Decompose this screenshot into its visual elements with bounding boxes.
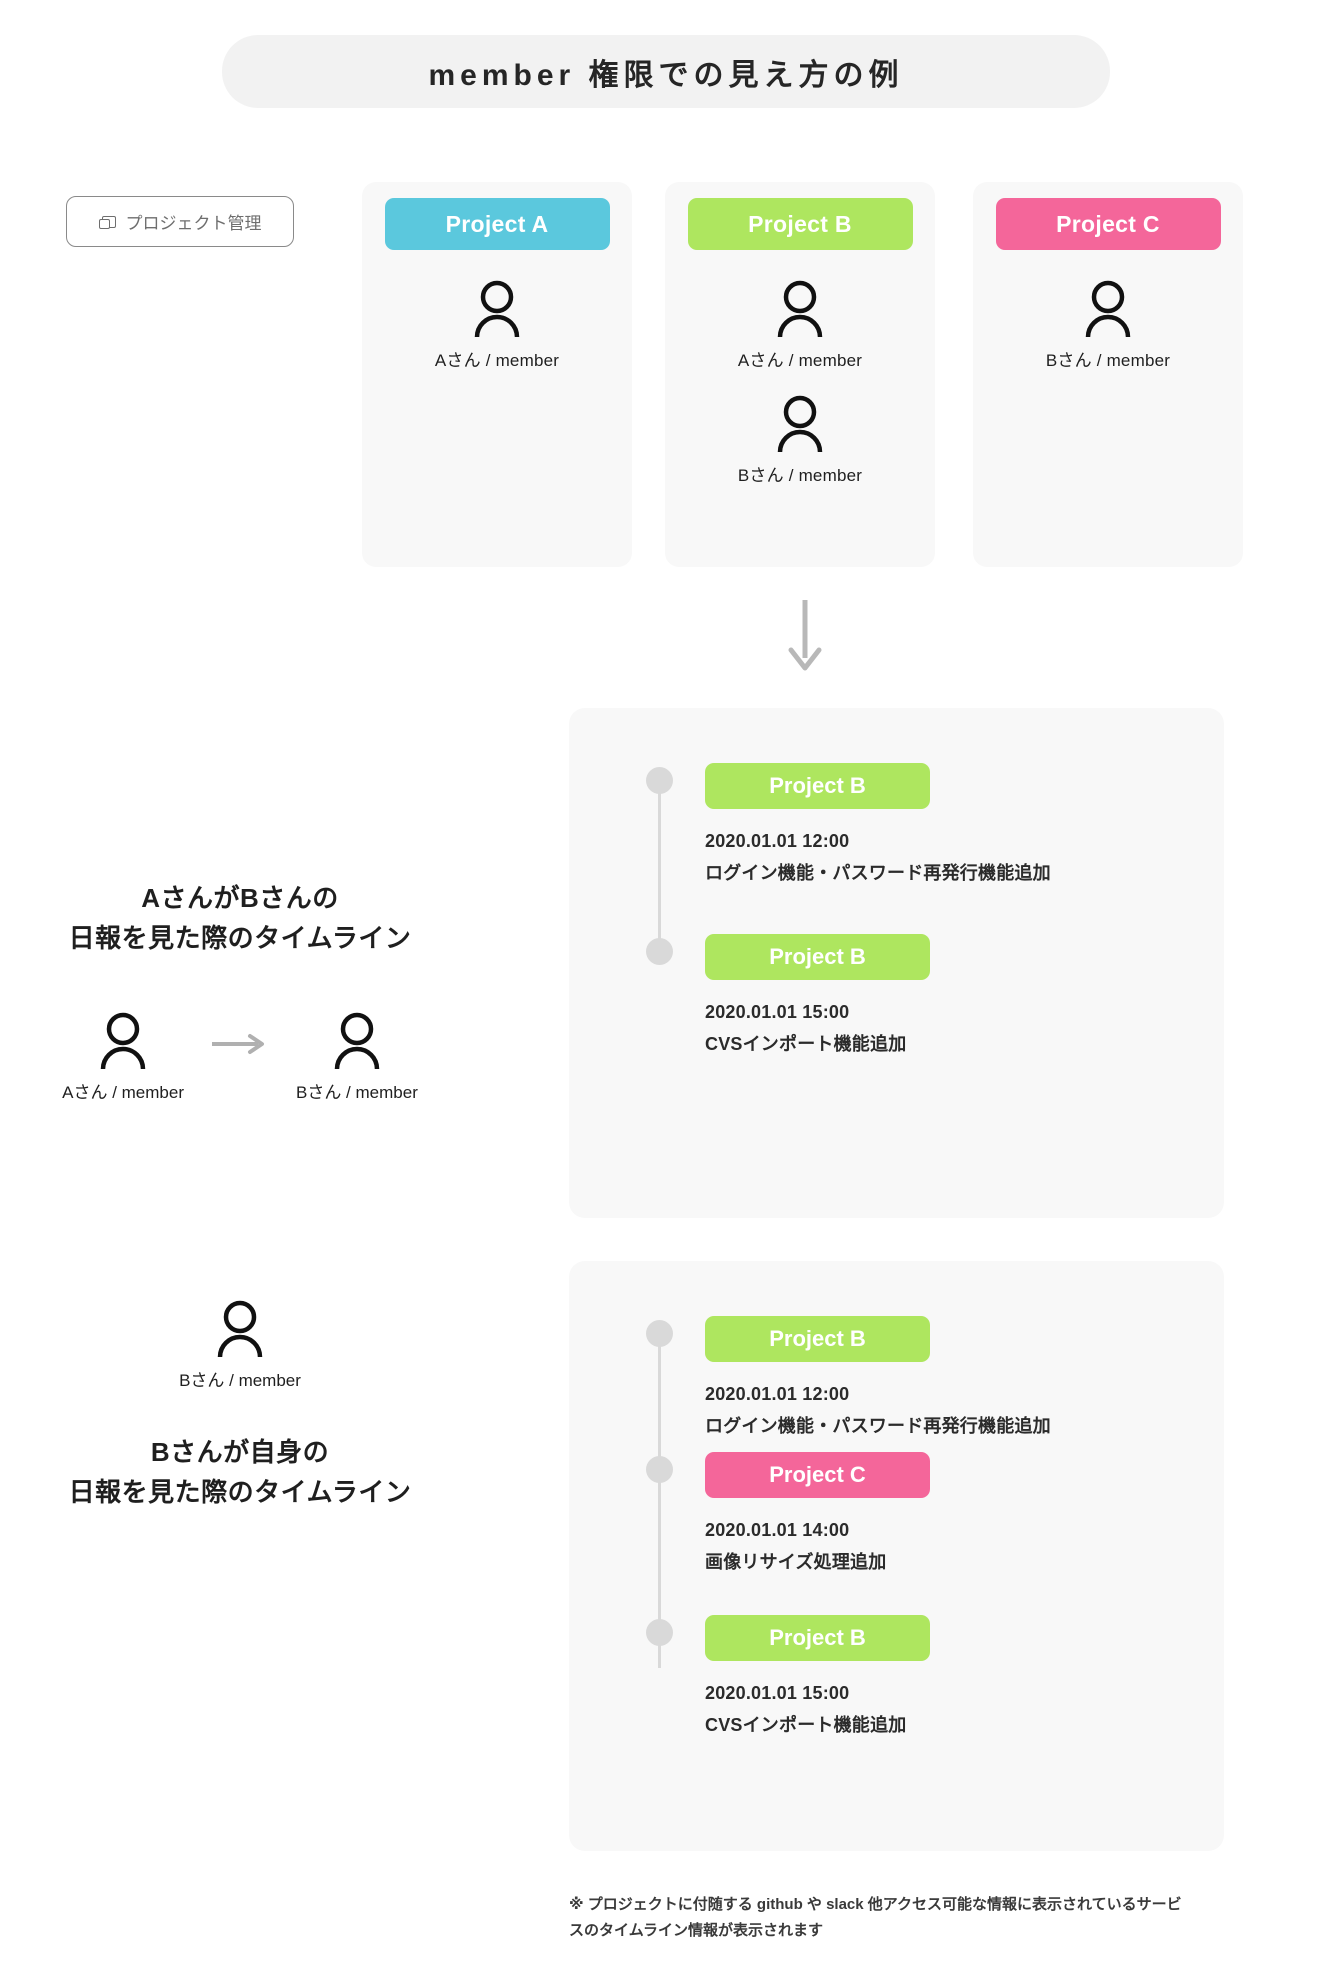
timeline-project-chip: Project B — [705, 934, 930, 980]
caption-line-1: AさんがBさんの — [141, 883, 339, 913]
member-b-entry: Bさん / member — [665, 395, 935, 486]
person-icon — [1085, 280, 1131, 338]
timeline-description: 画像リサイズ処理追加 — [705, 1552, 887, 1572]
section-1-caption: AさんがBさんの 日報を見た際のタイムライン — [0, 878, 480, 959]
page-title: member 権限での見え方の例 — [428, 58, 904, 92]
timeline-timestamp: 2020.01.01 14:00 — [705, 1520, 850, 1540]
project-b-chip: Project B — [687, 198, 913, 250]
timeline-item[interactable]: Project B 2020.01.01 12:00 ログイン機能・パスワード再… — [613, 763, 1051, 885]
person-icon — [474, 280, 520, 338]
member-label: Aさん / member — [737, 351, 863, 370]
member-label: Bさん / member — [1045, 351, 1171, 370]
project-a-chip: Project A — [384, 198, 610, 250]
project-card-b[interactable]: Project B Aさん / member Bさん / member — [665, 182, 935, 567]
project-card-c[interactable]: Project C Bさん / member — [973, 182, 1243, 567]
project-management-button[interactable]: プロジェクト管理 — [66, 196, 294, 247]
timeline-timestamp: 2020.01.01 15:00 — [705, 1002, 850, 1022]
project-management-label: プロジェクト管理 — [125, 214, 262, 233]
timeline-connector — [658, 780, 661, 940]
caption-line-2: 日報を見た際のタイムライン — [68, 1477, 412, 1508]
timeline-project-chip: Project B — [705, 763, 930, 809]
viewer-person: Bさん / member — [179, 1300, 301, 1391]
timeline-item[interactable]: Project B 2020.01.01 12:00 ログイン機能・パスワード再… — [613, 1316, 1051, 1438]
viewer-person: Aさん / member — [62, 1012, 184, 1103]
timeline-dot — [646, 938, 673, 965]
section-1-people: Aさん / member Bさん / member — [0, 1012, 480, 1103]
timeline-description: ログイン機能・パスワード再発行機能追加 — [705, 863, 1051, 883]
folder-copy-icon — [98, 213, 119, 231]
project-c-chip: Project C — [995, 198, 1221, 250]
timeline-dot — [646, 1320, 673, 1347]
timeline-description: CVSインポート機能追加 — [705, 1034, 907, 1054]
member-label: Aさん / member — [434, 351, 560, 370]
timeline-timestamp: 2020.01.01 15:00 — [705, 1683, 850, 1703]
person-icon — [777, 280, 823, 338]
member-a-entry: Aさん / member — [665, 280, 935, 371]
target-label: Bさん / member — [296, 1083, 418, 1102]
timeline-dot — [646, 767, 673, 794]
project-card-a[interactable]: Project A Aさん / member — [362, 182, 632, 567]
arrow-right-icon — [210, 1033, 270, 1060]
target-person: Bさん / member — [296, 1012, 418, 1103]
footnote: ※ プロジェクトに付随する github や slack 他アクセス可能な情報に… — [569, 1892, 1229, 1945]
timeline-description: CVSインポート機能追加 — [705, 1715, 907, 1735]
section-2-people: Bさん / member — [0, 1300, 480, 1391]
timeline-project-chip: Project B — [705, 1615, 930, 1661]
timeline-2: Project B 2020.01.01 12:00 ログイン機能・パスワード再… — [613, 1261, 1193, 1851]
timeline-project-chip: Project C — [705, 1452, 930, 1498]
timeline-item[interactable]: Project B 2020.01.01 15:00 CVSインポート機能追加 — [613, 934, 930, 1056]
timeline-description: ログイン機能・パスワード再発行機能追加 — [705, 1416, 1051, 1436]
person-icon — [217, 1300, 263, 1358]
down-arrow-icon — [785, 600, 825, 680]
timeline-1: Project B 2020.01.01 12:00 ログイン機能・パスワード再… — [613, 708, 1193, 1218]
timeline-timestamp: 2020.01.01 12:00 — [705, 1384, 850, 1404]
viewer-label: Bさん / member — [179, 1371, 301, 1390]
caption-line-1: Bさんが自身の — [150, 1437, 330, 1467]
timeline-item[interactable]: Project B 2020.01.01 15:00 CVSインポート機能追加 — [613, 1615, 930, 1737]
viewer-label: Aさん / member — [62, 1083, 184, 1102]
project-card-row: Project A Aさん / member Project B Aさん / m… — [0, 182, 1331, 572]
timeline-panel-2: Project B 2020.01.01 12:00 ログイン機能・パスワード再… — [569, 1261, 1224, 1851]
footnote-line-2: スのタイムライン情報が表示されます — [569, 1922, 823, 1940]
person-icon — [334, 1012, 380, 1070]
timeline-item[interactable]: Project C 2020.01.01 14:00 画像リサイズ処理追加 — [613, 1452, 930, 1574]
section-2-caption: Bさんが自身の 日報を見た際のタイムライン — [0, 1432, 480, 1513]
member-b-entry: Bさん / member — [973, 280, 1243, 371]
person-icon — [100, 1012, 146, 1070]
timeline-dot — [646, 1456, 673, 1483]
member-a-entry: Aさん / member — [362, 280, 632, 371]
timeline-connector — [658, 1333, 661, 1668]
timeline-panel-1: Project B 2020.01.01 12:00 ログイン機能・パスワード再… — [569, 708, 1224, 1218]
member-label: Bさん / member — [737, 466, 863, 485]
caption-line-2: 日報を見た際のタイムライン — [68, 923, 412, 954]
timeline-timestamp: 2020.01.01 12:00 — [705, 831, 850, 851]
person-icon — [777, 395, 823, 453]
timeline-dot — [646, 1619, 673, 1646]
footnote-line-1: ※ プロジェクトに付随する github や slack 他アクセス可能な情報に… — [569, 1896, 1182, 1913]
timeline-project-chip: Project B — [705, 1316, 930, 1362]
page-title-banner: member 権限での見え方の例 — [222, 35, 1110, 108]
